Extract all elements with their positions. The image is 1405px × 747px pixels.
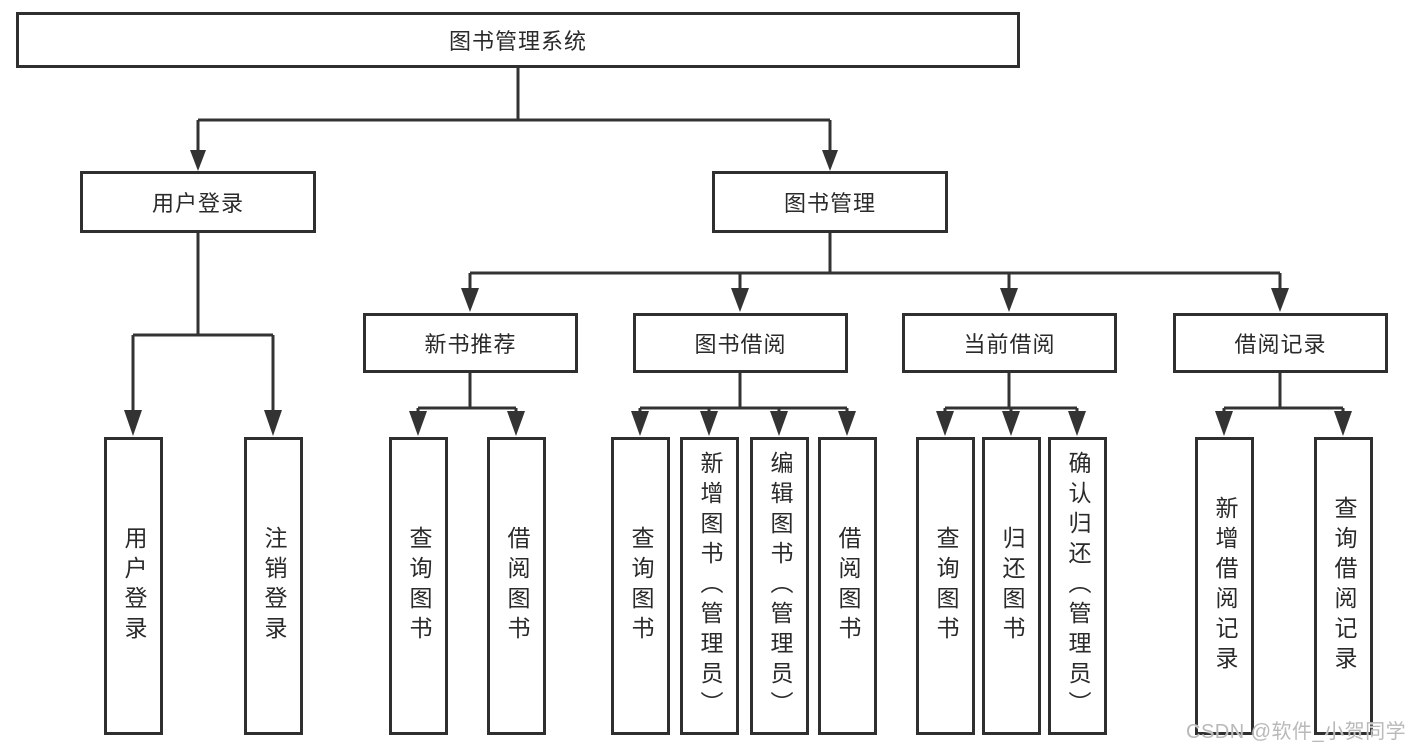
leaf-confirm-return-admin: 确认归还（管理员） <box>1048 437 1107 735</box>
node-label: 借阅图书 <box>835 526 861 646</box>
leaf-logout-login: 注销登录 <box>244 437 303 735</box>
leaf-borrow-books-borrowing: 借阅图书 <box>818 437 877 735</box>
node-user-login: 用户登录 <box>80 171 316 233</box>
connector-new-book-fork <box>409 373 525 436</box>
arrowhead <box>409 411 427 436</box>
arrowhead <box>1068 411 1086 436</box>
arrowhead <box>1271 288 1289 312</box>
node-label: 用户登录 <box>121 526 147 646</box>
arrowhead <box>631 411 649 436</box>
arrowhead <box>936 411 954 436</box>
arrowhead <box>822 150 838 171</box>
node-borrowing-records: 借阅记录 <box>1173 313 1388 373</box>
node-label: 查询图书 <box>933 526 959 646</box>
connector-book-borrow-fork <box>631 373 856 436</box>
leaf-return-books: 归还图书 <box>982 437 1041 735</box>
node-new-book-recommendation: 新书推荐 <box>363 313 578 373</box>
node-label: 图书管理 <box>783 191 876 216</box>
node-label: 归还图书 <box>999 526 1025 646</box>
leaf-query-books-recommend: 查询图书 <box>389 437 448 735</box>
arrowhead <box>1215 411 1233 436</box>
arrowhead <box>838 411 856 436</box>
node-label: 查询图书 <box>406 526 432 646</box>
arrowhead <box>700 411 718 436</box>
node-label: 查询图书 <box>628 526 654 646</box>
node-label: 用户登录 <box>151 191 244 216</box>
csdn-watermark: CSDN @软件_小贺同学 <box>1186 721 1405 743</box>
connector-current-borrow-fork <box>936 373 1086 436</box>
arrowhead <box>1000 288 1018 312</box>
leaf-query-books-borrowing: 查询图书 <box>611 437 670 735</box>
node-label: 新书推荐 <box>424 332 517 357</box>
node-library-management-system: 图书管理系统 <box>16 12 1020 68</box>
node-label: 新增借阅记录 <box>1212 496 1238 676</box>
node-label: 图书管理系统 <box>448 29 587 54</box>
node-label: 注销登录 <box>261 526 287 646</box>
node-book-management: 图书管理 <box>712 171 948 233</box>
leaf-user-login: 用户登录 <box>104 437 163 735</box>
node-book-borrowing: 图书借阅 <box>633 313 848 373</box>
node-label: 当前借阅 <box>963 332 1056 357</box>
node-label: 查询借阅记录 <box>1331 496 1357 676</box>
leaf-borrow-books-recommend: 借阅图书 <box>487 437 546 735</box>
node-label: 借阅记录 <box>1234 332 1327 357</box>
leaf-query-borrow-record: 查询借阅记录 <box>1314 437 1373 735</box>
leaf-query-books-current: 查询图书 <box>916 437 975 735</box>
arrowhead <box>190 150 206 171</box>
connector-book-management-fork <box>461 233 1289 312</box>
arrowhead <box>731 288 749 312</box>
arrowhead <box>507 411 525 436</box>
node-label: 编辑图书（管理员） <box>767 451 793 721</box>
leaf-add-borrow-record: 新增借阅记录 <box>1195 437 1254 735</box>
node-current-borrowing: 当前借阅 <box>902 313 1117 373</box>
connector-borrow-records-fork <box>1215 373 1352 436</box>
node-label: 图书借阅 <box>694 332 787 357</box>
node-label: 新增图书（管理员） <box>697 451 723 721</box>
connector-root-fork <box>190 68 838 171</box>
connector-user-login-fork <box>124 233 282 436</box>
node-label: 借阅图书 <box>504 526 530 646</box>
arrowhead <box>124 410 142 436</box>
arrowhead <box>1002 411 1020 436</box>
leaf-add-books-admin: 新增图书（管理员） <box>680 437 739 735</box>
leaf-edit-books-admin: 编辑图书（管理员） <box>750 437 809 735</box>
arrowhead <box>770 411 788 436</box>
arrowhead <box>1334 411 1352 436</box>
arrowhead <box>264 410 282 436</box>
arrowhead <box>461 288 479 312</box>
node-label: 确认归还（管理员） <box>1065 451 1091 721</box>
